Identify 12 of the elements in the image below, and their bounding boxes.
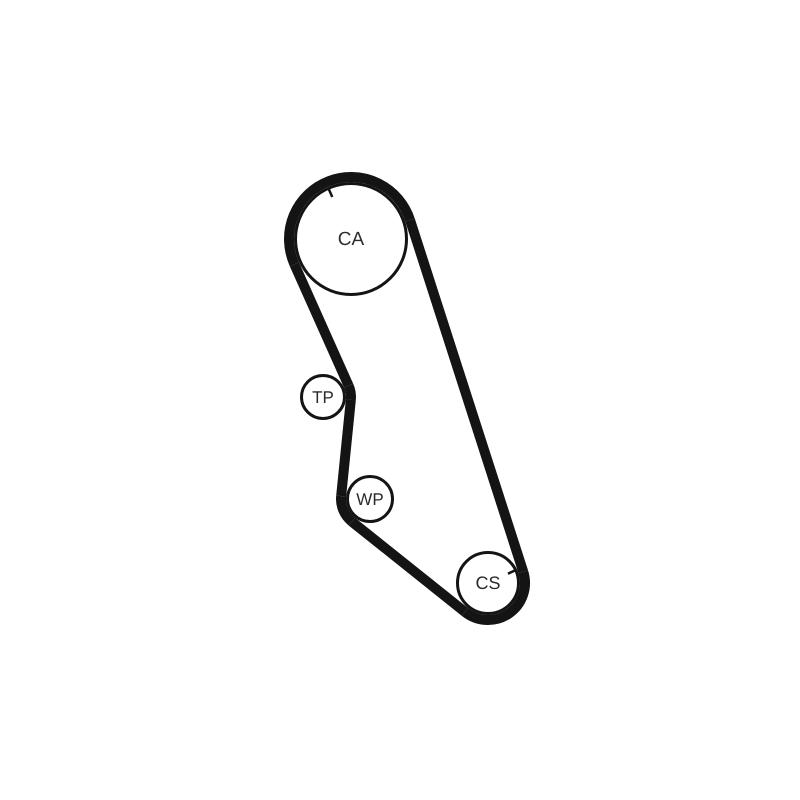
pulley-label: CA	[338, 230, 364, 248]
pulley-label: TP	[312, 388, 334, 406]
pulley	[300, 374, 346, 420]
belt-segment	[336, 399, 356, 497]
belt-segment	[348, 518, 468, 616]
pulley	[346, 475, 394, 523]
belt-segment	[290, 262, 354, 388]
pulley	[294, 182, 408, 296]
pulley	[456, 551, 520, 615]
pulley-label: CS	[475, 574, 500, 592]
belt-segment	[405, 218, 528, 574]
pulley-label: WP	[356, 490, 384, 508]
